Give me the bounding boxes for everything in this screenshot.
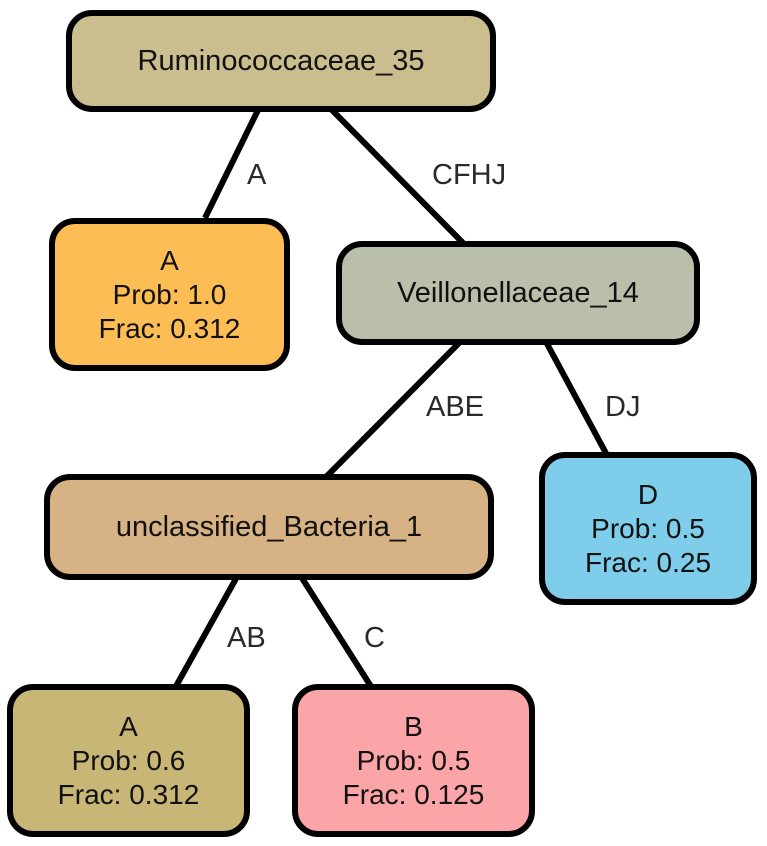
leaf-class: A [119,710,138,742]
node-label: unclassified_Bacteria_1 [115,511,423,543]
leaf-class: A [160,244,179,276]
leaf-frac: Frac: 0.312 [57,778,200,810]
edge-label-a: A [247,159,267,191]
node-unclassified-bacteria-1: unclassified_Bacteria_1 [44,474,494,580]
node-label: Ruminococcaceae_35 [137,45,425,77]
node-veillonellaceae-14: Veillonellaceae_14 [336,241,700,345]
edge-uncl-leafB [297,573,375,690]
leaf-frac: Frac: 0.312 [98,312,241,344]
leaf-prob: Prob: 0.5 [356,744,471,776]
leaf-class: D [637,478,659,510]
leaf-node-a-top: A Prob: 1.0 Frac: 0.312 [49,218,290,371]
edge-label-ab: AB [227,622,266,654]
leaf-prob: Prob: 1.0 [112,278,227,310]
edge-root-leafA1 [202,106,262,220]
edge-root-veil [327,105,468,248]
leaf-frac: Frac: 0.25 [584,546,712,578]
leaf-node-d: D Prob: 0.5 Frac: 0.25 [539,452,757,605]
leaf-class: B [404,710,423,742]
edge-veil-leafD [542,338,611,459]
edge-label-cfhj: CFHJ [432,159,507,191]
node-ruminococcaceae-35: Ruminococcaceae_35 [66,10,496,112]
edge-uncl-leafA2 [172,573,241,690]
leaf-prob: Prob: 0.6 [71,744,186,776]
edge-label-abe: ABE [426,391,485,423]
edge-label-dj: DJ [605,391,641,423]
leaf-node-a-bottom: A Prob: 0.6 Frac: 0.312 [7,684,250,837]
leaf-node-b: B Prob: 0.5 Frac: 0.125 [292,684,535,837]
leaf-prob: Prob: 0.5 [591,512,705,544]
node-label: Veillonellaceae_14 [397,277,639,309]
leaf-frac: Frac: 0.125 [342,778,485,810]
edge-label-c: C [364,622,385,654]
edge-veil-uncl [322,337,465,481]
